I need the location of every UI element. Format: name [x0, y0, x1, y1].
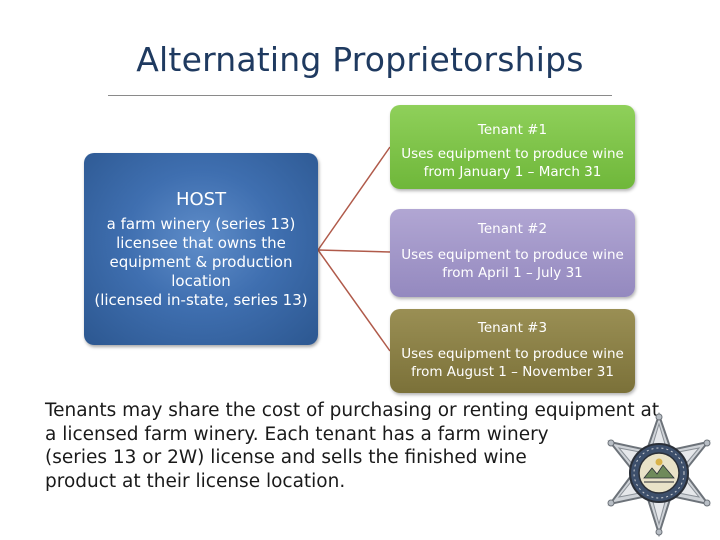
tenant-3-box: Tenant #3 Uses equipment to produce wine… [390, 309, 635, 393]
host-line: a farm winery (series 13) [106, 215, 296, 233]
tenant-2-box: Tenant #2 Uses equipment to produce wine… [390, 209, 635, 297]
tenant-2-description: Uses equipment to produce wine from Apri… [390, 246, 635, 282]
tenant-1-desc-line: from January 1 – March 31 [423, 164, 602, 180]
host-line: location [171, 272, 231, 290]
badge-star-tip [703, 439, 711, 447]
slide-title: Alternating Proprietorships [136, 40, 584, 79]
badge-star-tip [655, 413, 663, 421]
tenant-1-desc-line: Uses equipment to produce wine [401, 146, 624, 162]
title-divider [108, 95, 612, 96]
footer-line: product at their license location. [45, 470, 346, 492]
badge-seal-mountains [643, 464, 675, 479]
tenant-3-description: Uses equipment to produce wine from Augu… [390, 345, 635, 381]
tenant-1-box: Tenant #1 Uses equipment to produce wine… [390, 105, 635, 189]
host-box: HOST a farm winery (series 13) licensee … [84, 153, 318, 345]
host-title: HOST [175, 189, 227, 210]
host-line: equipment & production [109, 253, 293, 271]
connector-host-tenant1 [317, 146, 391, 251]
tenant-3-desc-line: Uses equipment to produce wine [401, 346, 624, 362]
tenant-3-desc-line: from August 1 – November 31 [411, 364, 614, 380]
host-line: (licensed in-state, series 13) [94, 291, 308, 309]
tenant-1-name: Tenant #1 [477, 122, 548, 138]
star-badge-icon [607, 412, 711, 537]
tenant-2-desc-line: Uses equipment to produce wine [401, 247, 624, 263]
tenant-3-name: Tenant #3 [477, 320, 548, 336]
host-line: licensee that owns the [116, 234, 286, 252]
tenant-1-description: Uses equipment to produce wine from Janu… [390, 145, 635, 181]
footer-line: a licensed farm winery. Each tenant has … [45, 423, 549, 445]
badge-star-tip [655, 528, 663, 536]
host-description: a farm winery (series 13) licensee that … [84, 215, 318, 310]
footer-text: Tenants may share the cost of purchasing… [45, 399, 705, 493]
badge-star-tip [607, 439, 615, 447]
badge-ring-dots [633, 447, 685, 499]
connector-host-tenant3 [317, 249, 391, 352]
tenant-2-desc-line: from April 1 – July 31 [442, 265, 583, 281]
connector-host-tenant2 [317, 249, 391, 253]
footer-line: Tenants may share the cost of purchasing… [45, 400, 660, 421]
tenant-2-name: Tenant #2 [477, 221, 548, 237]
footer-line: (series 13 or 2W) license and sells the … [45, 447, 527, 468]
badge-star-tip [703, 499, 711, 507]
badge-seal-sun [655, 458, 663, 466]
badge-star-tip [607, 499, 615, 507]
